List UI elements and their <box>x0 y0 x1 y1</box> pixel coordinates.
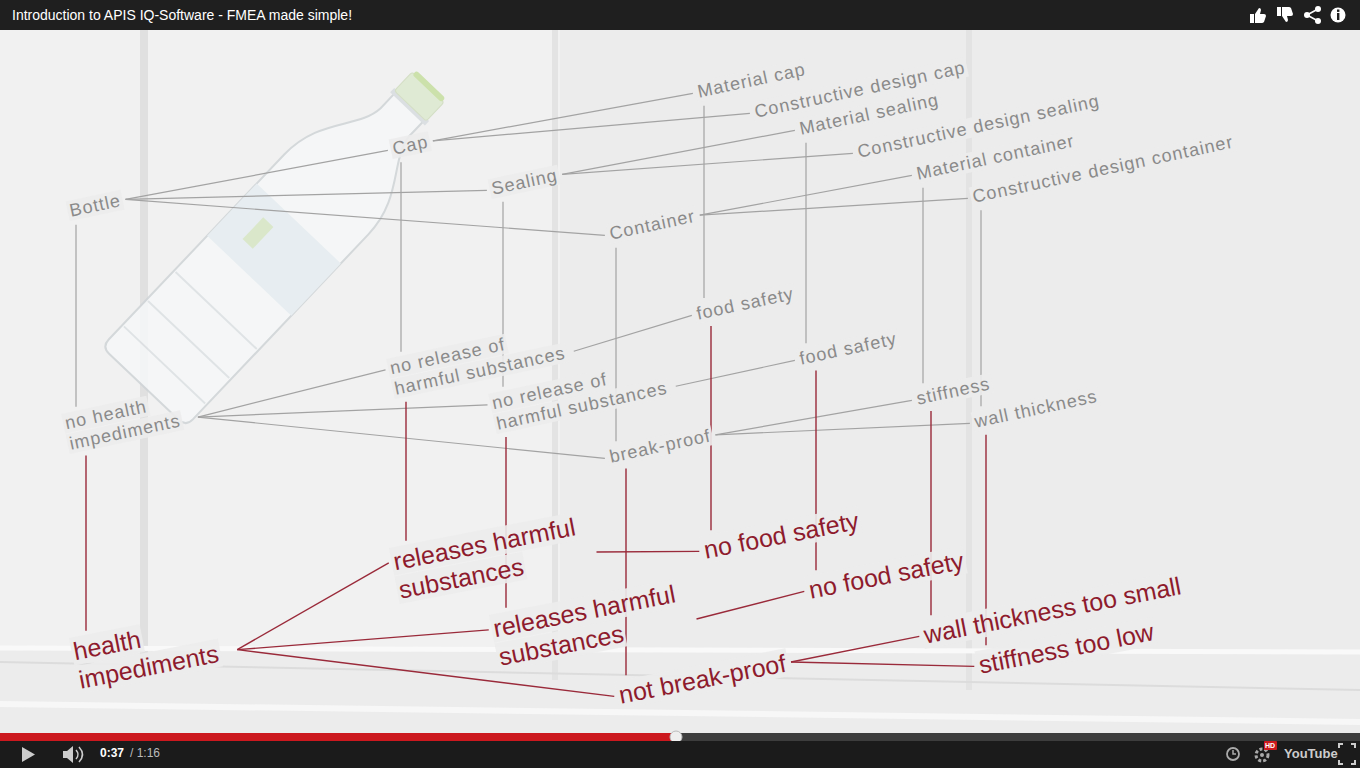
title-holder: Introduction to APIS IQ-Software - FMEA … <box>12 7 352 23</box>
failure-mode: health impediments <box>69 608 237 695</box>
structure-element: Container <box>606 206 699 245</box>
title-bar <box>0 0 1360 30</box>
title-bar-icons <box>1250 6 1346 24</box>
connector <box>237 563 389 650</box>
info-icon-stem <box>1337 13 1339 20</box>
node-text: releases harmful substances <box>489 579 680 671</box>
dislike-icon <box>1277 7 1293 22</box>
connector <box>615 248 616 442</box>
fullscreen-icon <box>1339 744 1355 764</box>
floor-highlight <box>0 704 1360 722</box>
failure-mode: no food safety <box>699 506 863 565</box>
node-text: food safety <box>693 283 798 324</box>
like-icon <box>1250 8 1266 23</box>
duration: / 1:16 <box>130 747 160 760</box>
share-icon <box>1304 6 1321 24</box>
control-bar <box>0 741 1360 768</box>
failure-mode: releases harmful substances <box>389 510 596 605</box>
node-text: stiffness <box>913 373 994 409</box>
backdrop <box>0 30 1360 733</box>
failure-mode: not break-proof <box>614 648 790 710</box>
current-time: 0:37 <box>100 747 124 760</box>
youtube-logo: YouTube <box>1284 747 1338 761</box>
settings-gear-hub <box>1260 753 1264 757</box>
node-text: Bottle <box>66 190 125 221</box>
node-text: food safety <box>796 328 901 369</box>
function-node: break-proof <box>606 425 715 468</box>
node-text: no release of harmful substances <box>488 369 671 434</box>
connector <box>562 130 795 174</box>
connector <box>922 188 923 384</box>
connector <box>405 402 406 541</box>
connector <box>715 423 969 435</box>
structure-element: Cap <box>389 131 433 160</box>
connector <box>562 153 853 174</box>
structure-element: Bottle <box>66 190 125 222</box>
connector <box>676 360 795 386</box>
connector <box>126 190 487 199</box>
function-node: food safety <box>693 283 798 325</box>
watch-later-hands <box>1233 750 1236 754</box>
progress-played <box>0 733 676 741</box>
function-node: food safety <box>796 328 901 370</box>
connector <box>126 199 605 235</box>
node-text: no health impediments <box>61 396 184 454</box>
connector <box>237 630 489 650</box>
volume-waves <box>76 747 83 762</box>
structure-element: Sealing <box>488 165 562 200</box>
node-text: releases harmful substances <box>389 512 580 604</box>
node-text: no food safety <box>804 546 967 604</box>
connector <box>791 662 974 666</box>
function-node: no health impediments <box>61 387 197 455</box>
settings-gear <box>1256 749 1268 761</box>
info-icon-dot <box>1337 10 1339 12</box>
function-node: stiffness <box>913 373 994 410</box>
node-text: Constructive design container <box>969 131 1237 207</box>
connector <box>791 636 919 662</box>
hd-badge: HD <box>1265 742 1275 750</box>
bottle-label <box>207 184 341 316</box>
connector <box>85 456 86 631</box>
connector <box>433 113 750 140</box>
connector <box>703 106 704 298</box>
connector <box>433 93 693 140</box>
connector <box>930 411 931 615</box>
node-text: health impediments <box>69 624 223 694</box>
bottle-label-mark <box>243 217 274 248</box>
node-text: not break-proof <box>614 648 790 709</box>
connector <box>198 405 488 417</box>
connector <box>697 591 805 619</box>
failure-mode: releases harmful substances <box>489 577 696 672</box>
connector <box>126 150 388 199</box>
connector <box>597 551 700 553</box>
node-text: no food safety <box>699 506 862 564</box>
node-text: break-proof <box>606 425 715 467</box>
node-text: Cap <box>389 131 432 159</box>
volume-icon <box>63 746 73 763</box>
play-icon <box>22 747 35 762</box>
watch-later-icon <box>1227 748 1239 760</box>
connector <box>75 225 76 407</box>
node-text: Container <box>606 206 699 244</box>
video-title: Introduction to APIS IQ-Software - FMEA … <box>12 7 352 23</box>
node-text: Sealing <box>488 165 562 199</box>
failure-mode: no food safety <box>804 546 968 605</box>
bottle-cap-top <box>412 70 445 102</box>
bottle-ridge <box>124 272 257 403</box>
connector <box>700 198 968 215</box>
connector <box>715 400 911 435</box>
connector <box>574 315 692 351</box>
connector <box>400 162 401 351</box>
connector <box>805 143 806 344</box>
info-icon <box>1331 8 1346 23</box>
hd-badge-box <box>1264 741 1277 750</box>
